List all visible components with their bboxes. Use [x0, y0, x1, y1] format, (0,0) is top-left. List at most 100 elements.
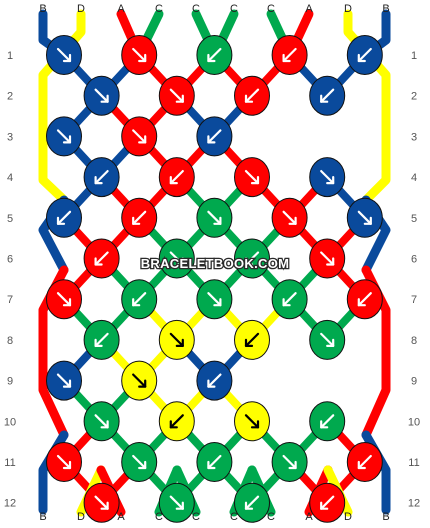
knot — [83, 401, 120, 442]
row-label-left: 10 — [4, 416, 16, 428]
row-label-left: 4 — [7, 172, 13, 184]
knot-arrow-head — [94, 176, 103, 185]
knot-arrow — [132, 454, 147, 470]
row-label-left: 5 — [7, 213, 13, 225]
knot-arrow — [56, 373, 72, 388]
knot-arrow-head — [62, 135, 72, 144]
knot-arrow — [357, 292, 372, 307]
knot-arrow-head — [62, 298, 72, 307]
knot-arrow — [169, 332, 184, 347]
knot-arrow-head — [56, 216, 66, 225]
knot-arrow — [132, 373, 147, 388]
knot-arrow-head — [169, 176, 178, 185]
knot — [234, 75, 270, 116]
knot-arrow-head — [100, 94, 109, 103]
row-label-left: 3 — [7, 131, 13, 143]
knot-arrow — [207, 47, 222, 63]
knot-arrow-head — [207, 379, 216, 388]
knot-arrow — [94, 332, 109, 347]
knot-arrow — [169, 414, 184, 429]
knot — [309, 319, 346, 360]
knot-arrow-head — [213, 298, 222, 307]
knot-arrow-head — [244, 501, 254, 510]
knot — [196, 35, 233, 75]
knot-arrow-head — [100, 501, 109, 510]
knot-arrow-head — [357, 298, 366, 307]
knot-arrow — [244, 170, 260, 185]
knot — [121, 35, 158, 75]
row-label-right: 1 — [411, 50, 417, 62]
knot-arrow-head — [132, 216, 141, 225]
knot-arrow — [94, 495, 109, 510]
row-label-right: 7 — [411, 294, 417, 306]
knot — [196, 442, 233, 482]
knot — [121, 279, 158, 320]
row-label-right: 3 — [411, 131, 417, 143]
knot-arrow-head — [132, 298, 141, 307]
knot-arrow — [169, 251, 184, 266]
row-label-left: 9 — [7, 376, 13, 388]
knot — [271, 197, 308, 238]
knot — [158, 401, 195, 442]
knot — [196, 360, 233, 401]
knot — [158, 482, 195, 523]
knot-arrow — [56, 210, 72, 225]
knot-arrow-head — [320, 420, 329, 429]
string-label-top: C — [192, 3, 200, 15]
knot — [83, 482, 120, 523]
knot-arrow-head — [363, 216, 372, 225]
string-label-bottom: D — [344, 511, 352, 523]
knot-arrow-head — [207, 460, 216, 470]
knot-arrow-head — [244, 257, 254, 266]
knot — [271, 279, 308, 320]
knot-arrow — [357, 47, 372, 63]
knot-arrow-head — [357, 53, 366, 63]
knot-arrow — [320, 88, 335, 103]
knot-arrow — [320, 495, 335, 510]
knot — [158, 319, 195, 360]
knot — [346, 197, 383, 238]
knot-arrow-head — [207, 53, 216, 63]
row-label-left: 7 — [7, 294, 13, 306]
row-label-left: 1 — [7, 50, 13, 62]
knot-arrow-head — [320, 94, 329, 103]
knot — [46, 360, 82, 401]
string-label-bottom: C — [192, 511, 200, 523]
knot-arrow-head — [213, 216, 222, 225]
knot-arrow-head — [320, 501, 329, 510]
knot-arrow — [244, 251, 260, 266]
knot — [121, 116, 158, 157]
edge-thread-right-yellow — [343, 9, 391, 205]
string-label-top: D — [77, 3, 85, 15]
knot — [158, 75, 195, 116]
knot — [196, 116, 233, 157]
knot-arrow — [357, 210, 372, 225]
knot — [346, 279, 383, 320]
knot-arrow-head — [138, 53, 147, 63]
knot — [46, 442, 82, 482]
knot — [309, 238, 346, 279]
knot-arrow — [132, 47, 147, 63]
string-label-top: C — [230, 3, 238, 15]
row-label-right: 2 — [411, 91, 417, 103]
string-label-bottom: C — [267, 511, 275, 523]
knot-arrow — [94, 414, 109, 429]
knot-arrow — [320, 414, 335, 429]
knot-arrow — [132, 129, 147, 144]
knot-arrow — [207, 373, 222, 388]
knot — [83, 319, 120, 360]
knot-arrow-head — [326, 176, 335, 185]
row-label-left: 8 — [7, 335, 13, 347]
knot — [234, 157, 270, 198]
knot-arrow-head — [175, 94, 184, 103]
knot-arrow-head — [175, 501, 184, 510]
knot-arrow — [207, 129, 222, 144]
string-label-top: C — [155, 3, 163, 15]
knot-arrow — [56, 454, 72, 470]
knot — [234, 319, 270, 360]
knot — [46, 116, 82, 157]
knot — [46, 279, 82, 320]
knot-arrow — [132, 210, 147, 225]
